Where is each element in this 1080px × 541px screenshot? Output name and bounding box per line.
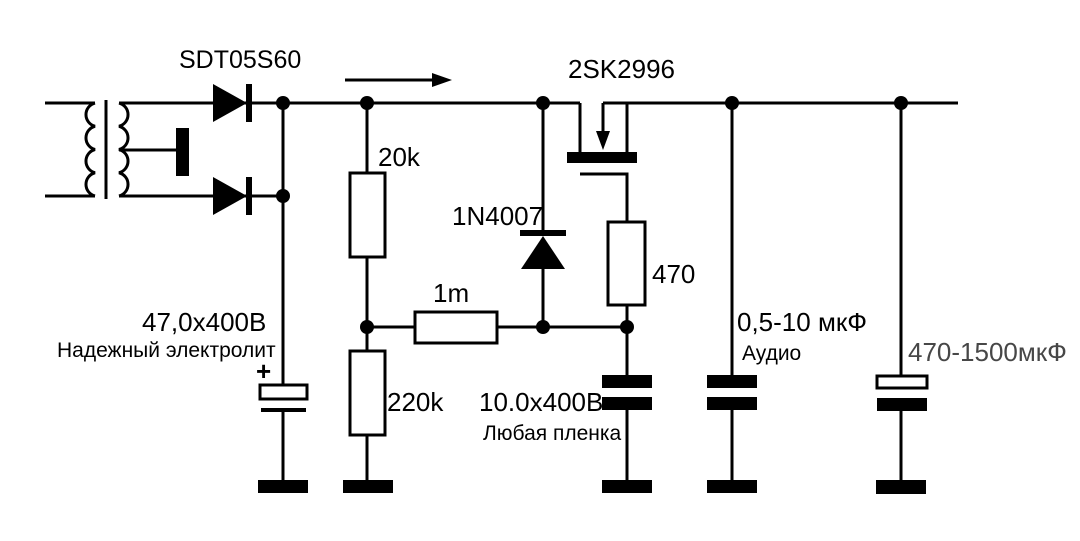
diode-1n4007-cathode-bar [520, 230, 566, 236]
resistor-20k-icon [348, 171, 387, 259]
protection-diode [520, 103, 566, 327]
gate-node [360, 310, 634, 345]
cap-plate [707, 397, 757, 410]
junction-dot [360, 320, 374, 334]
diode-1n4007-label: 1N4007 [452, 201, 543, 231]
mosfet-source-arrow-head [596, 131, 610, 150]
resistor-220k-icon [348, 349, 387, 437]
diode-bottom-icon [213, 177, 247, 215]
output-capacitor [875, 103, 929, 494]
diode-top-cathode-bar [246, 84, 252, 122]
mosfet-gate-wire [580, 172, 629, 222]
input-cap-note: Надежный электролит [57, 339, 276, 362]
resistor-220k-label: 220k [387, 387, 444, 417]
ground-icon [876, 480, 926, 494]
cap-plate-positive [875, 374, 929, 390]
mosfet-channel-bar [567, 152, 637, 163]
cap-plate-negative [261, 408, 306, 412]
mosfet-label: 2SK2996 [568, 54, 675, 84]
resistor-470-icon [606, 220, 647, 307]
cap-plate [602, 375, 652, 388]
mosfet-symbol [567, 103, 637, 222]
film-capacitor [602, 327, 652, 493]
rectifier-diodes [119, 84, 290, 385]
resistor-1m-icon [413, 310, 499, 345]
audio-cap-value: 0,5-10 мкФ [737, 307, 867, 337]
audio-capacitor [707, 103, 757, 493]
polarity-plus-mark: + [256, 356, 271, 386]
cap-plate-negative [877, 398, 927, 411]
resistor-20k-label: 20k [378, 142, 421, 172]
ground-icon [602, 480, 652, 493]
diode-1n4007-icon [521, 236, 565, 269]
diode-top-icon [213, 84, 247, 122]
gate-resistor-branch [606, 220, 647, 327]
rails [283, 73, 958, 110]
resistor-1m-label: 1m [433, 278, 469, 308]
current-direction-arrow-head [432, 73, 452, 87]
cap-plate-positive [258, 383, 309, 401]
cap-plate [602, 397, 652, 410]
ground-icon [707, 480, 757, 493]
ground-icon [343, 480, 393, 493]
output-cap-value: 470-1500мкФ [908, 337, 1067, 367]
junction-dot [276, 189, 290, 203]
primary-winding-icon [84, 101, 96, 198]
diode-bottom-cathode-bar [246, 177, 252, 215]
audio-cap-note: Аудио [742, 342, 801, 365]
film-cap-note: Любая пленка [483, 422, 622, 445]
film-cap-value: 10.0x400В [479, 387, 603, 417]
rectifier-label: SDT05S60 [179, 46, 301, 74]
ground-icon [258, 480, 308, 493]
input-capacitor [258, 383, 309, 493]
transformer-symbol [45, 100, 189, 199]
cap-plate [707, 375, 757, 388]
divider-branch [343, 103, 393, 493]
input-cap-value: 47,0x400В [142, 307, 266, 337]
resistor-470-label: 470 [652, 259, 695, 289]
center-tap-bar [176, 128, 189, 176]
